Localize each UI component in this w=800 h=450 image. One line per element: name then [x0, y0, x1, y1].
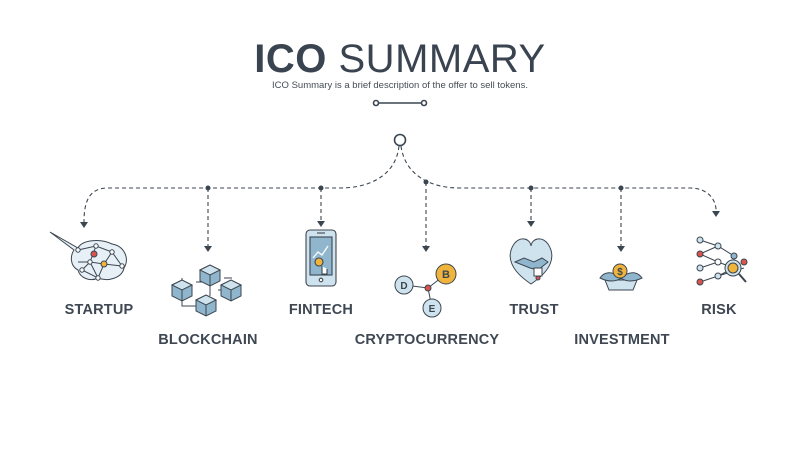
title-light: SUMMARY — [338, 37, 546, 81]
bitcoin-symbol: B — [442, 269, 450, 281]
mobile-finance-icon — [305, 229, 337, 287]
dollar-symbol: $ — [617, 267, 623, 278]
label-risk: RISK — [701, 302, 737, 318]
label-blockchain: BLOCKCHAIN — [158, 332, 258, 348]
page-title: ICO SUMMARY — [0, 36, 800, 82]
root-node — [393, 133, 407, 147]
title-divider — [372, 99, 428, 107]
blockchain-cubes-icon — [170, 264, 243, 317]
title-bold: ICO — [254, 37, 327, 81]
connector-nodes — [205, 179, 624, 191]
crypto-coins-icon — [394, 263, 457, 318]
ethereum-symbol: E — [429, 304, 436, 315]
dash-symbol: D — [400, 281, 407, 292]
risk-network-icon — [696, 236, 748, 286]
label-trust: TRUST — [509, 302, 559, 318]
brain-network-icon — [49, 231, 127, 281]
arrowheads — [80, 211, 720, 252]
money-plant-icon — [599, 263, 643, 291]
label-cryptocurrency: CRYPTOCURRENCY — [354, 332, 500, 348]
connector-tree — [83, 145, 717, 246]
label-investment: INVESTMENT — [574, 332, 670, 348]
label-startup: STARTUP — [64, 302, 134, 318]
label-fintech: FINTECH — [288, 302, 354, 318]
page-subtitle: ICO Summary is a brief description of th… — [272, 80, 528, 91]
handshake-heart-icon — [509, 238, 553, 285]
